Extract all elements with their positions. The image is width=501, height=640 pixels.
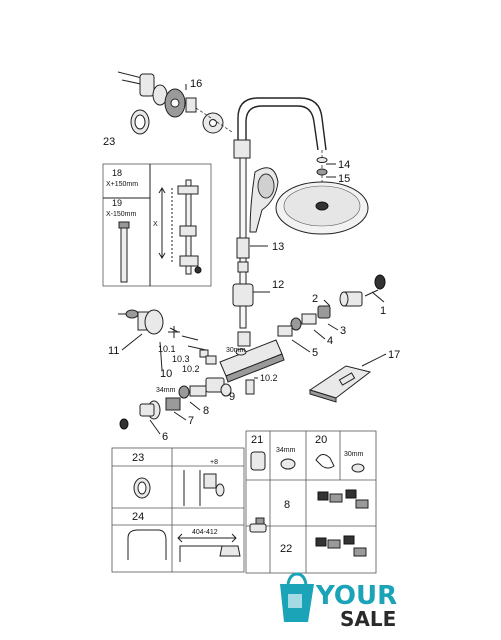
inset-label-23: 23 [132, 452, 144, 464]
callout-1: 1 [380, 305, 386, 317]
callout-12: 12 [272, 279, 284, 291]
rain-shower-head [275, 181, 369, 235]
tools-label-8: 8 [284, 499, 290, 511]
tools-label-21: 21 [251, 434, 263, 446]
tools-label-20: 20 [315, 434, 327, 446]
tools-label-22: 22 [280, 543, 292, 555]
callout-11: 11 [108, 345, 119, 357]
callout-8: 8 [203, 405, 209, 417]
inset-label-19: 19 [112, 198, 122, 208]
tools-table [245, 430, 377, 574]
callout-10-1: 10.1 [158, 344, 176, 354]
callout-17: 17 [388, 349, 400, 361]
callout-10: 10 [160, 368, 172, 380]
callout-13: 13 [272, 241, 284, 253]
bottom-inset [111, 447, 245, 573]
left-connector-parts [118, 309, 232, 430]
callout-23: 23 [103, 136, 115, 148]
rail-length-inset [102, 163, 212, 287]
inset-sub-19: X-150mm [106, 211, 137, 218]
dim-34mm-label: 34mm [156, 387, 176, 394]
inset-x-label: X [153, 221, 158, 228]
inset-label-24: 24 [132, 511, 144, 523]
callout-10-3: 10.3 [172, 354, 190, 364]
callout-15: 15 [338, 173, 350, 185]
wall-bracket-assembly [117, 71, 233, 135]
inset-range: 404-412 [192, 529, 218, 536]
callout-7: 7 [188, 415, 194, 427]
callout-6: 6 [162, 431, 168, 443]
callout-2: 2 [312, 293, 318, 305]
callout-10-2: 10.2 [182, 364, 200, 374]
hand-shower [249, 167, 279, 233]
tools-dim-20: 30mm [344, 451, 364, 458]
thermostat-body [219, 331, 285, 395]
callout-4: 4 [327, 335, 333, 347]
callout-16: 16 [190, 78, 202, 90]
callout-9: 9 [229, 391, 235, 403]
tools-dim-21: 34mm [276, 447, 296, 454]
callout-3: 3 [340, 325, 346, 337]
inset-sub-18: X+150mm [106, 181, 138, 188]
callout-14: 14 [338, 159, 350, 171]
callout-10-2b: 10.2 [260, 373, 278, 383]
dim-30mm-label: 30mm [226, 347, 246, 354]
logo-word-sale: SALE [340, 607, 396, 631]
shower-riser-pipe [232, 97, 328, 329]
inset-label-18: 18 [112, 168, 122, 178]
small-cartridge [249, 517, 267, 533]
callout-5: 5 [312, 347, 318, 359]
right-connector-parts [277, 274, 386, 337]
logo-word-your: YOUR [315, 581, 397, 611]
inset-plus8: +8 [210, 459, 218, 466]
glass-shelf [308, 365, 372, 403]
your-sale-logo: YOUR SALE [280, 572, 397, 631]
